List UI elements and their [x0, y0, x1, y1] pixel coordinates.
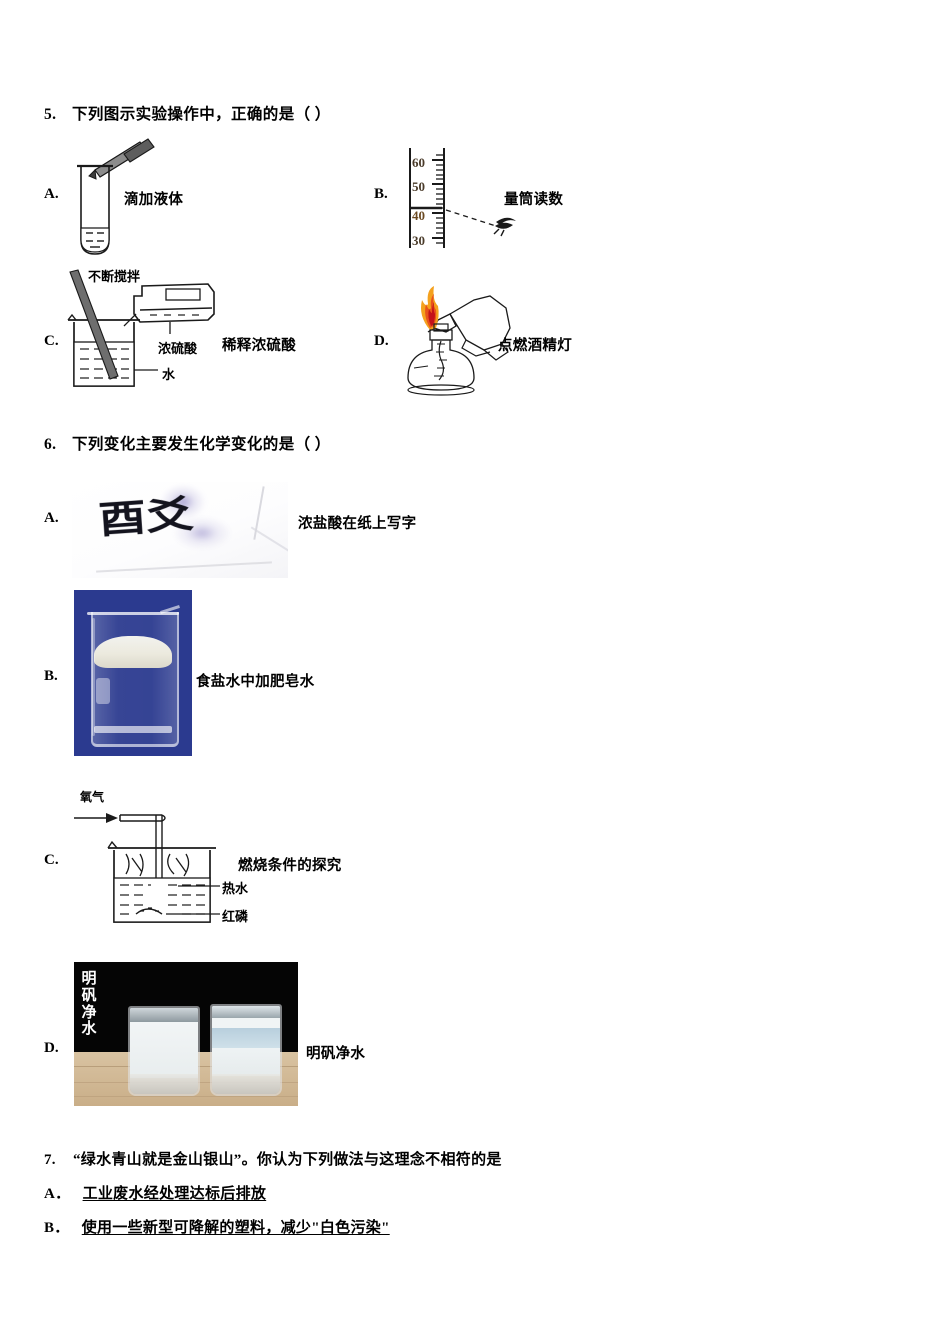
cylinder-tick-30: 30 — [412, 233, 425, 248]
q5-option-c-letter: C. — [44, 333, 59, 349]
q6-option-a-caption: 浓盐酸在纸上写字 — [298, 516, 417, 532]
ink-halo — [172, 516, 232, 550]
question-5-number: 5. — [44, 106, 57, 123]
dropper-icon — [88, 138, 155, 180]
q5-option-b-letter: B. — [374, 186, 388, 202]
cylinder-tick-50: 50 — [412, 179, 425, 194]
stirring-rod-icon — [69, 269, 119, 380]
q5-option-d-letter: D. — [374, 333, 389, 349]
flame-icon — [421, 286, 439, 330]
beaker-rim — [87, 612, 179, 615]
question-7-number: 7. — [44, 1152, 56, 1168]
stir-label: 不断搅拌 — [88, 269, 141, 284]
q5-figure-graduated-cylinder — [404, 146, 524, 250]
q6-option-a-letter: A. — [44, 510, 59, 526]
glass-highlight — [96, 678, 110, 704]
q6-option-d-letter: D. — [44, 1040, 59, 1056]
tilted-alcohol-lamp-icon — [421, 286, 511, 361]
q7-option-a-text: 工业废水经处理达标后排放 — [82, 1186, 267, 1202]
question-7-stem: 7. “绿水青山就是金山银山”。你认为下列做法与这理念不相符的是 — [44, 1148, 502, 1169]
q5-option-a-letter: A. — [44, 186, 59, 202]
q6-photo-handwriting: 酉爻 — [72, 482, 288, 578]
foam-layer — [212, 1018, 280, 1028]
q7-option-a-letter: A． — [44, 1186, 71, 1202]
q7-option-b-text: 使用一些新型可降解的塑料，减少"白色污染" — [81, 1220, 390, 1236]
eye-icon — [493, 217, 516, 237]
ink-halo — [160, 484, 206, 520]
handwritten-characters: 酉爻 — [97, 490, 195, 543]
cylinder-tick-40: 40 — [412, 208, 425, 223]
q6-photo-soap-beaker — [74, 590, 192, 756]
q6-option-b-caption: 食盐水中加肥皂水 — [196, 674, 315, 690]
question-6-number: 6. — [44, 436, 57, 453]
q6-photo-alum-water: 明矾净水 — [74, 962, 298, 1106]
q5-figure-dropper-test-tube — [62, 138, 172, 258]
q5-figure-dilute-acid — [62, 269, 242, 394]
glass-base — [130, 1074, 198, 1094]
cylinder-tick-60: 60 — [412, 155, 425, 170]
question-7-text: “绿水青山就是金山银山”。你认为下列做法与这理念不相符的是 — [72, 1152, 502, 1168]
q5-figure-alcohol-lamps — [404, 286, 530, 398]
glass-edge-highlight — [92, 618, 95, 736]
alum-photo-vertical-caption: 明矾净水 — [81, 969, 97, 1038]
q6-option-d-caption: 明矾净水 — [306, 1046, 366, 1062]
q7-option-a[interactable]: A． 工业废水经处理达标后排放 — [44, 1182, 266, 1203]
oxygen-label: 氧气 — [80, 790, 105, 804]
glass-rim — [130, 1008, 198, 1022]
beaker-glass — [91, 612, 179, 747]
question-6-text: 下列变化主要发生化学变化的是（ ） — [72, 436, 331, 453]
cloudy-liquid — [130, 1022, 198, 1078]
red-phosphorus-label: 红磷 — [222, 909, 249, 924]
sediment-layer — [212, 1048, 280, 1076]
gas-inlet-arrow-icon — [74, 813, 118, 823]
q5-option-d-caption: 点燃酒精灯 — [498, 338, 572, 354]
q6-option-c-caption: 燃烧条件的探究 — [238, 858, 342, 874]
water-label: 水 — [162, 367, 176, 382]
glass-rim — [212, 1006, 280, 1018]
q7-option-b[interactable]: B． 使用一些新型可降解的塑料，减少"白色污染" — [44, 1216, 390, 1237]
q6-option-b-letter: B. — [44, 668, 58, 684]
q5-option-c-caption: 稀释浓硫酸 — [222, 338, 296, 354]
glass-cloudy — [128, 1006, 200, 1096]
table-grain — [74, 1096, 298, 1097]
q5-option-b-caption: 量筒读数 — [504, 192, 564, 208]
question-5-stem: 5. 下列图示实验操作中，正确的是（ ） — [44, 102, 331, 124]
soap-foam-layer — [94, 636, 172, 668]
q6-option-c-letter: C. — [44, 852, 59, 868]
acid-bottle-icon — [123, 283, 215, 327]
glass-base — [212, 1074, 280, 1094]
q5-option-a-caption: 滴加液体 — [124, 192, 184, 208]
beaker-icon — [107, 840, 216, 923]
test-tube-icon — [77, 164, 113, 255]
concentrated-acid-label: 浓硫酸 — [158, 341, 198, 356]
hot-water-label: 热水 — [222, 881, 249, 896]
question-5-text: 下列图示实验操作中，正确的是（ ） — [72, 106, 331, 123]
q6-figure-combustion — [70, 806, 270, 930]
upright-alcohol-lamp-icon — [407, 323, 475, 396]
glass-settled — [210, 1004, 282, 1096]
beaker-bottom-highlight — [94, 726, 172, 733]
clear-layer — [212, 1028, 280, 1048]
q7-option-b-letter: B． — [44, 1220, 70, 1236]
question-6-stem: 6. 下列变化主要发生化学变化的是（ ） — [44, 432, 331, 454]
